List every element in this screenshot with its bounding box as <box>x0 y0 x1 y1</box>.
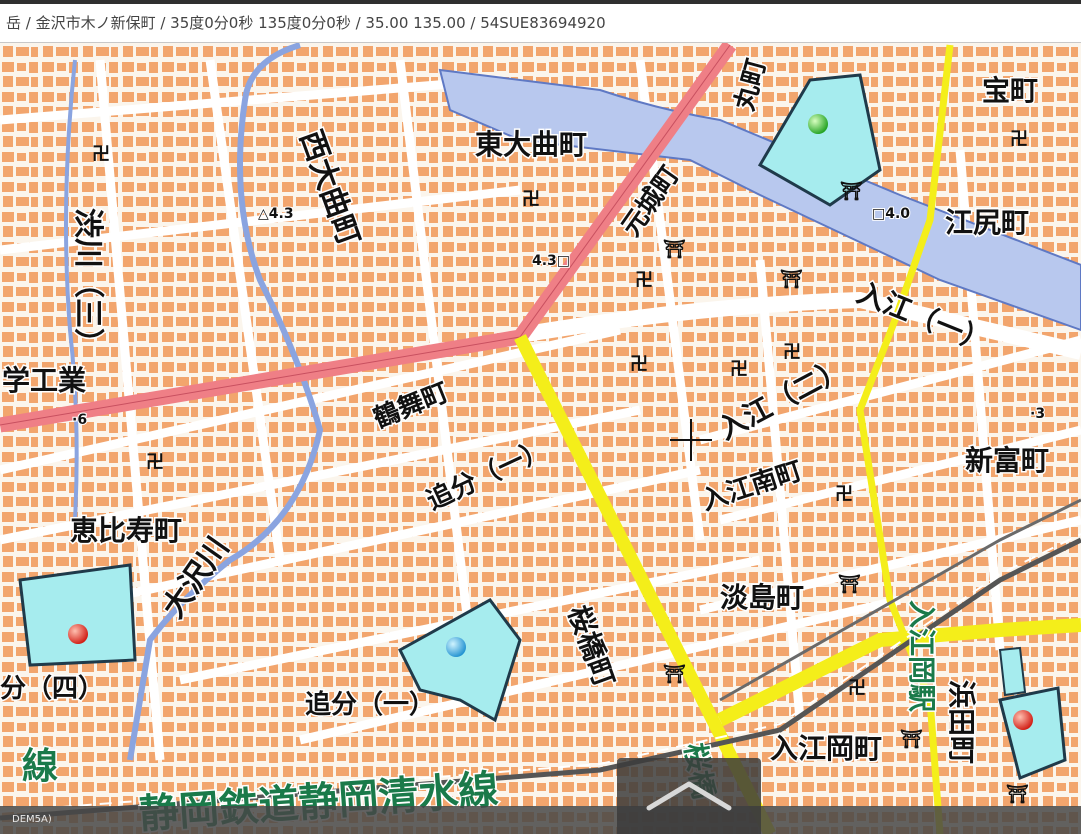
label-ebisu: 恵比寿町 <box>70 514 182 547</box>
map-symbols: 卍卍卍 卍卍卍 卍卍卍 卍⛩⛩ ⛩⛩⛩ ⛩⛩ <box>92 129 1029 805</box>
svg-text:⛩: ⛩ <box>838 573 861 595</box>
label-irieoka: 入江岡町 <box>770 732 882 765</box>
svg-text:卍: 卍 <box>146 452 164 473</box>
label-irieoka-station: 入江岡駅 <box>905 600 938 712</box>
map-svg[interactable]: 卍卍卍 卍卍卍 卍卍卍 卍⛩⛩ ⛩⛩⛩ ⛩⛩ 西大曲町 東大曲町 元城町 丸町 … <box>0 43 1081 834</box>
svg-text:卍: 卍 <box>848 678 866 699</box>
label-spot-height-4: ·3 <box>1030 406 1045 422</box>
map-canvas[interactable]: 卍卍卍 卍卍卍 卍卍卍 卍⛩⛩ ⛩⛩⛩ ⛩⛩ 西大曲町 東大曲町 元城町 丸町 … <box>0 43 1081 834</box>
river-canal <box>438 68 1081 332</box>
label-sen: 線 <box>22 746 58 787</box>
svg-text:卍: 卍 <box>783 342 801 363</box>
label-oiwake-2: 追分（一） <box>305 689 435 720</box>
svg-text:卍: 卍 <box>730 359 748 380</box>
svg-text:卍: 卍 <box>835 484 853 505</box>
label-maru: 丸町 <box>730 56 773 115</box>
attribution-bar: DEM5A) <box>0 806 1081 834</box>
label-hamada: 浜田町 <box>945 680 978 764</box>
svg-text:卍: 卍 <box>630 354 648 375</box>
marker-red-east[interactable] <box>1013 710 1033 730</box>
marker-red-west[interactable] <box>68 624 88 644</box>
crosshair-icon <box>670 419 712 461</box>
label-shi: 分（四） <box>0 674 104 704</box>
road-yellow <box>514 44 1081 834</box>
label-takara: 宝町 <box>982 74 1038 107</box>
svg-text:卍: 卍 <box>635 270 653 291</box>
label-shibukawa: 渋川（三） <box>70 208 105 358</box>
label-ejiri: 江尻町 <box>945 206 1029 239</box>
label-spot-height-5: ·6 <box>72 412 87 428</box>
label-awashima: 淡島町 <box>720 581 804 614</box>
label-gakko: 学工業 <box>2 364 86 397</box>
svg-text:⛩: ⛩ <box>663 663 686 685</box>
svg-text:⛩: ⛩ <box>840 180 863 202</box>
svg-text:⛩: ⛩ <box>1006 783 1029 805</box>
label-higashi-omagari: 東大曲町 <box>475 128 587 161</box>
label-shintomi: 新富町 <box>965 444 1049 477</box>
svg-text:卍: 卍 <box>92 144 110 165</box>
marker-blue[interactable] <box>446 637 466 657</box>
svg-text:⛩: ⛩ <box>780 268 803 290</box>
expand-panel-button[interactable] <box>617 758 761 834</box>
attribution-text: DEM5A) <box>12 814 52 825</box>
marker-green[interactable] <box>808 114 828 134</box>
building-blocks <box>0 43 1081 834</box>
label-spot-height-3: □4.0 <box>872 206 910 222</box>
top-accent-strip <box>0 0 1081 4</box>
svg-text:卍: 卍 <box>1010 129 1028 150</box>
osawa-river <box>127 43 324 761</box>
svg-text:⛩: ⛩ <box>663 238 686 260</box>
chevron-up-icon <box>646 781 732 811</box>
avenue-white <box>518 291 1081 360</box>
shibukawa-river <box>64 59 79 521</box>
label-spot-height-2: 4.3□ <box>532 253 570 269</box>
location-bar: 岳 / 金沢市木ノ新保町 / 35度0分0秒 135度0分0秒 / 35.00 … <box>0 0 1081 43</box>
svg-text:卍: 卍 <box>522 189 540 210</box>
svg-text:⛩: ⛩ <box>900 728 923 750</box>
label-spot-height-1: △4.3 <box>258 206 294 222</box>
railway-lines <box>0 498 1081 821</box>
parks <box>18 73 1067 781</box>
location-readout: 岳 / 金沢市木ノ新保町 / 35度0分0秒 135度0分0秒 / 35.00 … <box>6 14 606 32</box>
